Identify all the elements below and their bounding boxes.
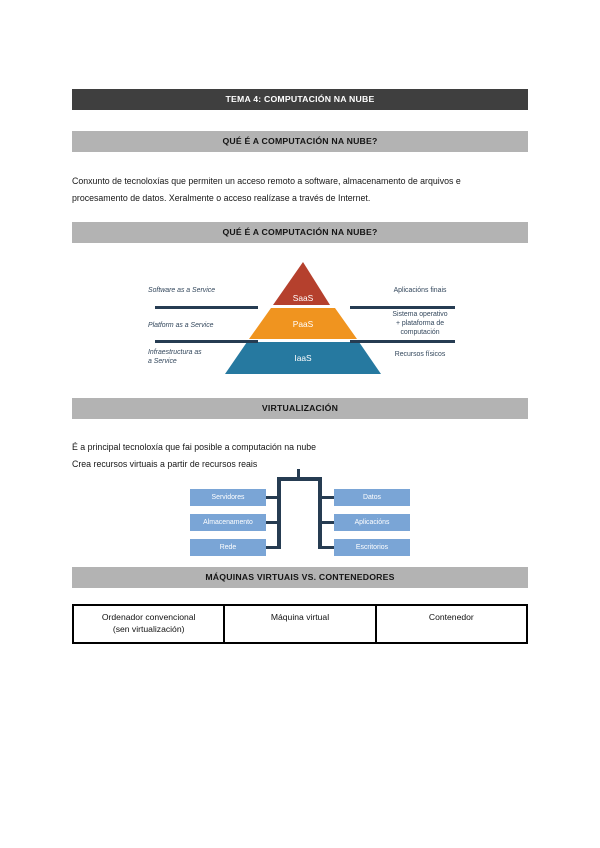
divider-line xyxy=(155,340,258,343)
pyramid: SaaS PaaS IaaS xyxy=(225,262,381,374)
table-header-container: Contenedor xyxy=(374,606,526,642)
divider-line xyxy=(350,340,455,343)
title-bar: TEMA 4: COMPUTACIÓN NA NUBE xyxy=(72,89,528,110)
connector-branch xyxy=(322,496,334,499)
cloud-service-pyramid-figure: SaaS PaaS IaaS Software as a Service Pla… xyxy=(72,255,528,385)
section-heading-what-is-cloud-1: QUÉ É A COMPUTACIÓN NA NUBE? xyxy=(72,131,528,152)
connector-right-leg xyxy=(318,477,322,549)
table-header-virtual-machine: Máquina virtual xyxy=(223,606,374,642)
diagram-box-almacenamento: Almacenamento xyxy=(190,514,266,531)
pyramid-level-label: IaaS xyxy=(294,353,312,363)
diagram-box-aplicacions: Aplicacións xyxy=(334,514,410,531)
virtualization-diagram: Servidores Almacenamento Rede Datos Apli… xyxy=(72,465,528,560)
diagram-box-servidores: Servidores xyxy=(190,489,266,506)
intro-paragraph: Conxunto de tecnoloxías que permiten un … xyxy=(72,175,461,203)
connector-branch xyxy=(266,546,278,549)
section-heading-what-is-cloud-2: QUÉ É A COMPUTACIÓN NA NUBE? xyxy=(72,222,528,243)
connector-branch xyxy=(322,521,334,524)
diagram-box-rede: Rede xyxy=(190,539,266,556)
caption-paas-left: Platform as a Service xyxy=(148,322,214,329)
diagram-box-datos: Datos xyxy=(334,489,410,506)
connector-branch xyxy=(322,546,334,549)
divider-line xyxy=(350,306,455,309)
section-heading-vm-vs-containers: MÁQUINAS VIRTUAIS VS. CONTENEDORES xyxy=(72,567,528,588)
table-header-conventional-computer: Ordenador convencional (sen virtualizaci… xyxy=(101,612,196,634)
pyramid-level-saas: SaaS xyxy=(273,262,330,305)
connector-branch xyxy=(266,496,278,499)
comparison-table: Ordenador convencional (sen virtualizaci… xyxy=(72,604,528,644)
section-heading-virtualization: VIRTUALIZACIÓN xyxy=(72,398,528,419)
diagram-box-escritorios: Escritorios xyxy=(334,539,410,556)
divider-line xyxy=(155,306,258,309)
connector-branch xyxy=(266,521,278,524)
connector-left-leg xyxy=(277,477,281,549)
pyramid-level-label: SaaS xyxy=(292,293,314,303)
pyramid-level-label: PaaS xyxy=(292,318,314,329)
connector-top-bar xyxy=(277,477,322,481)
virtualization-paragraph: É a principal tecnoloxía que fai posible… xyxy=(72,441,317,469)
pyramid-level-iaas: IaaS xyxy=(225,342,381,374)
caption-paas-right: Sistema operativo + plataforma de comput… xyxy=(392,311,448,336)
caption-saas-right: Aplicacións finais xyxy=(393,287,447,294)
caption-iaas-right: Recursos físicos xyxy=(394,351,446,358)
caption-saas-left: Software as a Service xyxy=(148,287,216,294)
connector-stub xyxy=(297,469,300,478)
caption-iaas-left: Infraestructura as a Service xyxy=(148,349,202,365)
